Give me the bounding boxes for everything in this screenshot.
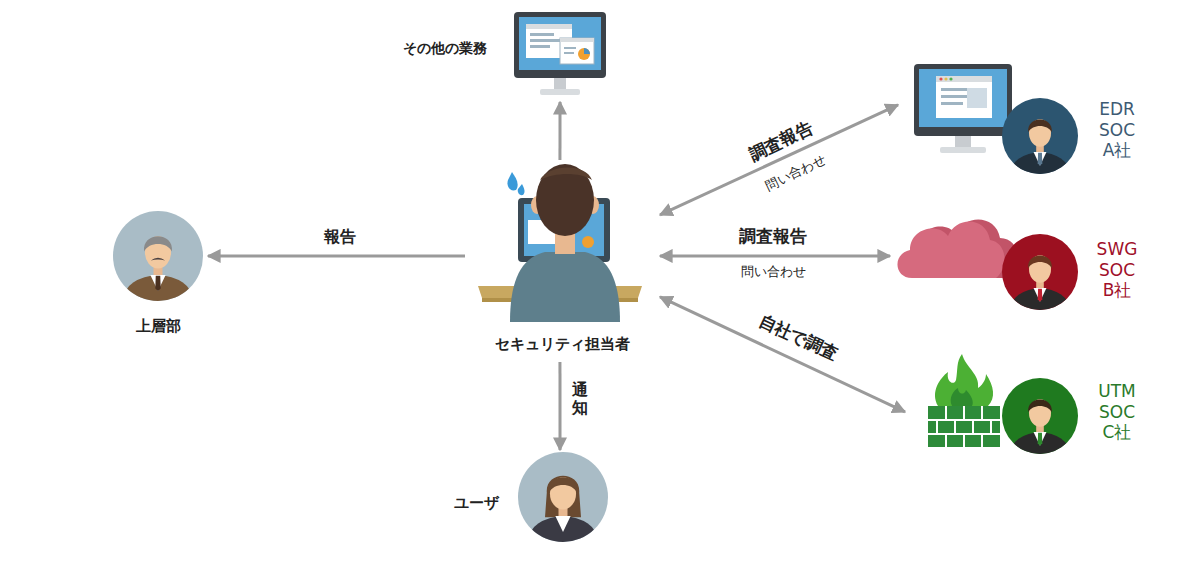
diagram-node: EDR SOC A社: [898, 60, 1146, 175]
diagram-node: 上層部: [108, 205, 208, 345]
person-avatar: [1002, 378, 1078, 474]
diagram-node: セキュリティ担当者: [465, 160, 660, 362]
connector-arrow: [558, 362, 561, 450]
edge-label: 自社で調査: [756, 311, 841, 364]
soc-label: UTM SOC C社: [1091, 381, 1143, 442]
edge-label: 報告: [324, 228, 356, 246]
connector-arrow: [660, 254, 890, 257]
security-officer-figure: [478, 164, 642, 322]
edge-sublabel: 問い合わせ: [741, 265, 806, 279]
edge-label: 調査報告: [739, 227, 807, 246]
person-avatar: [113, 211, 203, 325]
connector-arrow: [208, 254, 465, 257]
person-label: ユーザ: [446, 494, 506, 512]
connector-arrow: [660, 105, 898, 215]
soc-label: SWG SOC B社: [1091, 239, 1143, 300]
firewall-icon: [928, 354, 1000, 448]
diagram-node: その他の業務: [380, 8, 612, 102]
monitor-icon: [514, 12, 606, 95]
person-avatar: [1002, 234, 1078, 330]
soc-label: EDR SOC A社: [1091, 99, 1143, 160]
connector-arrow: [660, 297, 905, 412]
edge-sublabel: 問い合わせ: [763, 153, 828, 194]
edge-label: 通知: [572, 381, 588, 416]
person-label: 上層部: [113, 317, 203, 335]
person-avatar: [518, 452, 608, 566]
cloud-icon: [897, 219, 1017, 278]
diagram-node: SWG SOC B社: [890, 205, 1146, 317]
person-label: セキュリティ担当者: [467, 335, 657, 353]
monitor-icon: [914, 64, 1012, 153]
diagram-node: UTM SOC C社: [905, 350, 1146, 455]
diagram-node: ユーザ: [445, 450, 610, 550]
person-avatar: [1002, 98, 1078, 194]
edge-label: 調査報告: [746, 118, 815, 164]
task-label: その他の業務: [385, 40, 505, 57]
connector-arrow: [558, 102, 561, 160]
